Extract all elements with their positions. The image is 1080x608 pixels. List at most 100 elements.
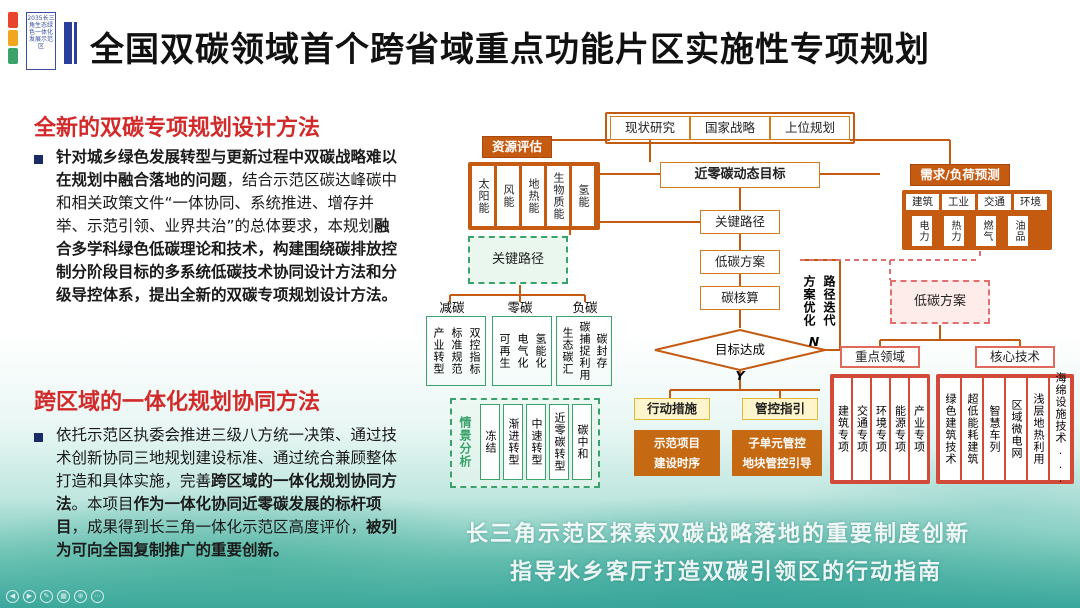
reduce-item-dual: 双控指标 (468, 327, 481, 375)
control-detail-box: 子单元管控 地块管控引导 (732, 430, 822, 476)
scenario-item-nearzero: 近零碳转型 (549, 404, 569, 480)
tech-item-green: 绿色建筑技术 (940, 378, 960, 480)
area-item-env: 环境专项 (872, 378, 889, 480)
pen-icon[interactable]: ✎ (40, 590, 53, 603)
bullet-icon (34, 433, 43, 442)
section2-text-c: 。本项目 (71, 495, 134, 513)
slogan-line1: 长三角示范区探索双碳战略落地的重要制度创新 (466, 522, 971, 547)
tech-item-grid: 区域微电网 (1006, 378, 1026, 480)
more-icon[interactable]: ⋯ (91, 590, 104, 603)
section2-text-a: 依托示范区执委会推进三级八方统一决策、通过技术创新协同三地规划建设标准、通过统合… (56, 426, 398, 490)
key-area-box: 重点领域 (840, 346, 920, 368)
low-carbon-plan-box: 低碳方案 (700, 250, 780, 274)
planning-diagram: 现状研究 国家战略 上位规划 资源评估 太阳能 风能 地热能 生物质能 氢能 近… (420, 100, 1080, 500)
action-detail-2: 建设时序 (654, 456, 700, 470)
reduce-item-standard: 标准规范 (450, 327, 463, 375)
energy-item-heat: 热力 (944, 216, 964, 246)
section1-paragraph: 针对城乡绿色发展转型与更新过程中双碳战略难以在规划中融合落地的问题，结合示范区碳… (56, 146, 402, 307)
section2-bold3: 被列为可向全国复制推广的重要创新。 (56, 518, 398, 559)
yes-label: Y (735, 368, 745, 383)
branch-zero: 零碳 (507, 300, 533, 315)
tech-item-ultralow: 超低能耗建筑 (962, 378, 982, 480)
energy-item-oil: 油品 (1008, 216, 1028, 246)
area-item-energy: 能源专项 (891, 378, 908, 480)
demand-title: 需求/负荷预测 (910, 164, 1010, 186)
control-detail-2: 地块管控引导 (742, 456, 812, 470)
section2-text-d: ，成果得到长三角一体化示范区高度评价， (71, 518, 367, 536)
presentation-controls: ◀ ▶ ✎ ▦ ⊕ ⋯ (6, 590, 104, 603)
area-item-industry: 产业专项 (910, 378, 927, 480)
zero-group (492, 316, 552, 386)
neg-item-capture: 碳捕捉利用 (578, 321, 591, 381)
scenario-item-medium: 中速转型 (526, 404, 546, 480)
scenario-item-gradual: 渐进转型 (503, 404, 523, 480)
core-tech-box: 核心技术 (975, 346, 1055, 368)
resource-title: 资源评估 (482, 136, 552, 158)
demand-item-traffic: 交通 (978, 194, 1011, 210)
section1-title: 全新的双碳专项规划设计方法 (34, 116, 321, 141)
zoom-icon[interactable]: ⊕ (74, 590, 87, 603)
tech-item-smart: 智慧车列 (984, 378, 1004, 480)
zero-item-renewable: 可再生 (498, 333, 511, 369)
tech-item-sponge: 海绵设施技术... (1050, 372, 1070, 486)
energy-item-gas: 燃气 (976, 216, 996, 246)
branch-negative: 负碳 (572, 300, 598, 315)
resource-item-solar: 太阳能 (472, 166, 494, 226)
section2-bold1: 跨区域的一体化规划协同方法 (56, 472, 398, 513)
section1-bold1: 针对城乡绿色发展转型与更新过程中双碳战略难以在规划中融合落地的问题 (56, 148, 398, 189)
energy-item-power: 电力 (912, 216, 932, 246)
action-detail-1: 示范项目 (654, 436, 700, 450)
no-label: N (808, 334, 820, 349)
resource-item-wind: 风能 (497, 166, 519, 226)
control-detail-1: 子单元管控 (748, 436, 806, 450)
section2-title: 跨区域的一体化规划协同方法 (34, 390, 321, 415)
control-box: 管控指引 (742, 398, 818, 420)
next-slide-icon[interactable]: ▶ (23, 590, 36, 603)
logo-bar-yellow (8, 30, 18, 46)
slides-icon[interactable]: ▦ (57, 590, 70, 603)
top-box-group (605, 112, 855, 144)
tech-item-geo: 浅层地热利用 (1028, 378, 1048, 480)
action-box: 行动措施 (634, 398, 710, 420)
area-item-traffic: 交通专项 (853, 378, 870, 480)
diagram-connectors (449, 128, 1021, 398)
page-title: 全国双碳领域首个跨省域重点功能片区实施性专项规划 (90, 30, 930, 70)
area-item-building: 建筑专项 (834, 378, 851, 480)
iterate-label: 路径迭代 (822, 275, 836, 327)
resource-item-biomass: 生物质能 (547, 166, 569, 226)
goal-box: 近零碳动态目标 (660, 162, 820, 188)
reduce-group (426, 316, 486, 386)
prev-slide-icon[interactable]: ◀ (6, 590, 19, 603)
target-reach-label: 目标达成 (714, 342, 765, 357)
neg-item-sink: 生态碳汇 (561, 327, 574, 375)
left-key-path-box: 关键路径 (468, 236, 568, 284)
demand-item-building: 建筑 (906, 194, 939, 210)
logo-text: 2035长三角生态绿色一体化发展示范区 (26, 12, 56, 70)
resource-item-hydrogen: 氢能 (572, 166, 594, 226)
right-plan-box: 低碳方案 (890, 280, 990, 324)
carbon-check-box: 碳核算 (700, 286, 780, 310)
section1-text1: ，结合示范区碳达峰碳中和相关政策文件“一体协同、系统推进、增存并举、示范引领、业… (56, 171, 398, 235)
section2-bold2: 作为一体化协同近零碳发展的标杆项目 (56, 495, 382, 536)
scenario-item-freeze: 冻结 (480, 404, 500, 480)
logo-bar-green (8, 48, 18, 64)
decision-diamond (654, 328, 826, 372)
title-accent-bar-thin (74, 22, 77, 64)
optimize-label: 方案优化 (802, 275, 816, 327)
zero-item-electrify: 电气化 (516, 333, 529, 369)
negative-group (556, 316, 612, 386)
top-box-upper: 上位规划 (770, 116, 850, 140)
top-box-national: 国家战略 (690, 116, 770, 140)
slogan-line2: 指导水乡客厅打造双碳引领区的行动指南 (510, 560, 943, 585)
section2-paragraph: 依托示范区执委会推进三级八方统一决策、通过技术创新协同三地规划建设标准、通过统合… (56, 424, 402, 562)
action-detail-box: 示范项目 建设时序 (634, 430, 720, 476)
scenario-item-neutral: 碳中和 (572, 404, 592, 480)
logo-bar-red (8, 12, 18, 28)
neg-item-storage: 碳封存 (595, 333, 608, 369)
branch-reduce: 减碳 (439, 300, 465, 315)
resource-item-geothermal: 地热能 (522, 166, 544, 226)
scenario-title: 情景分析 (458, 416, 472, 468)
demand-item-env: 环境 (1014, 194, 1047, 210)
demand-item-industry: 工业 (942, 194, 975, 210)
section1-bold2: 融合多学科绿色低碳理论和技术，构建围绕碳排放控制分阶段目标的多系统低碳技术协同设… (56, 217, 398, 304)
